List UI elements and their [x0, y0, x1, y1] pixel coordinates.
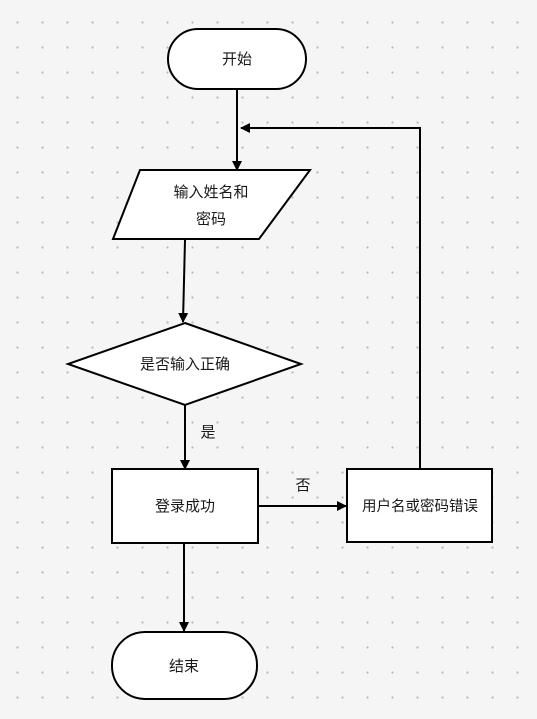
- error-node: 用户名或密码错误: [346, 468, 493, 543]
- edge-input-to-decision: [178, 239, 189, 323]
- decision-label: 是否输入正确: [140, 355, 230, 373]
- success-process-shape: [111, 468, 259, 544]
- connectors: [178, 89, 421, 632]
- error-process-shape: [346, 468, 493, 543]
- yes-label: 是: [200, 423, 215, 441]
- error-label: 用户名或密码错误: [362, 498, 478, 515]
- end-terminal-shape: [111, 631, 258, 700]
- input-parallelogram-shape: [111, 169, 312, 240]
- input-node: 输入姓名和 密码: [111, 169, 312, 240]
- input-label-line1: 输入姓名和: [173, 183, 248, 201]
- decision-node: 是否输入正确: [64, 321, 305, 407]
- edge-error-loop-back: [240, 123, 421, 469]
- start-terminal-shape: [167, 28, 307, 90]
- start-label: 开始: [222, 50, 252, 68]
- end-label: 结束: [169, 657, 199, 675]
- start-node: 开始: [167, 28, 307, 90]
- success-label: 登录成功: [155, 497, 215, 515]
- decision-diamond-shape: [64, 321, 305, 407]
- end-node: 结束: [111, 631, 258, 700]
- success-node: 登录成功: [111, 468, 259, 544]
- input-label-line2: 密码: [196, 210, 226, 228]
- no-label: 否: [295, 476, 310, 494]
